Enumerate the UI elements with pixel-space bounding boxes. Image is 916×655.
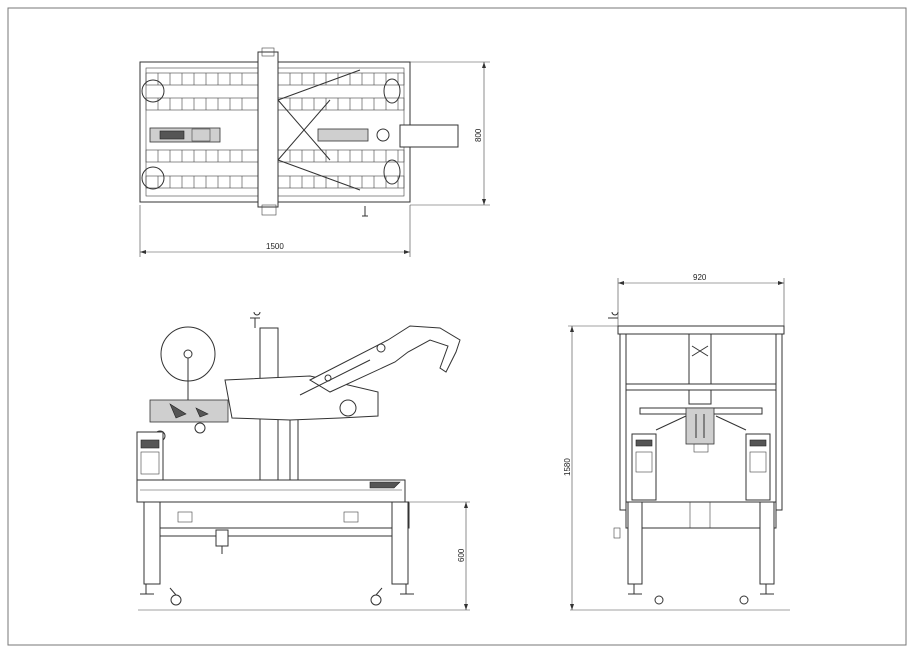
end-view-leg-right [759, 501, 775, 585]
dim-label-800: 800 [474, 128, 483, 142]
conveyor-table [136, 479, 406, 503]
top-view-column [257, 51, 279, 208]
top-view [139, 47, 459, 217]
sheet-border [7, 7, 907, 646]
end-view-top-beam [617, 325, 785, 335]
dim-label-1580: 1580 [563, 458, 572, 476]
dim-label-1500: 1500 [266, 242, 284, 251]
drive-wheel-top-left [141, 79, 165, 103]
end-view [570, 311, 790, 611]
dimension-end-height: 1580 [563, 325, 618, 610]
dim-label-920: 920 [693, 273, 707, 282]
drive-wheel-bottom-left [141, 166, 165, 190]
end-view-leg-left [627, 501, 643, 585]
dimension-side-height: 600 [410, 501, 470, 610]
dimension-top-width: 1500 [139, 205, 411, 257]
side-view [136, 311, 470, 611]
dim-label-600: 600 [457, 548, 466, 562]
side-view-leg-left [143, 501, 161, 585]
dimension-top-depth: 800 [410, 61, 490, 206]
top-view-rollers [145, 72, 405, 189]
side-view-leg-right [391, 501, 409, 585]
caster-right [370, 594, 382, 606]
dimension-end-width: 920 [617, 273, 785, 326]
top-view-arm [399, 124, 459, 148]
caster-left [170, 594, 182, 606]
end-view-column [688, 333, 712, 405]
side-view-arm [308, 325, 461, 393]
